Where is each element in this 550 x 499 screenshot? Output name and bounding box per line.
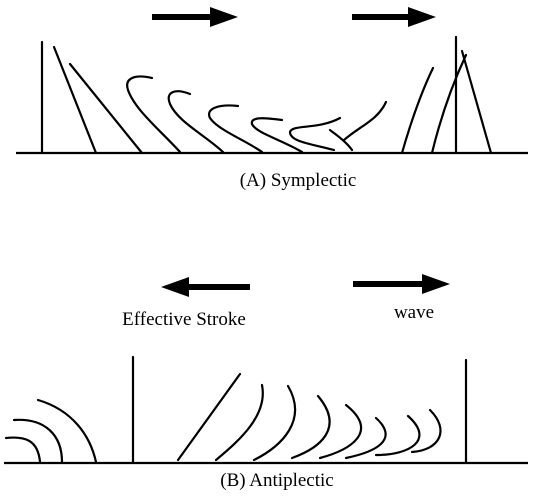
cilium — [176, 372, 242, 462]
cilium — [318, 403, 362, 460]
panel-b-cilia — [4, 355, 468, 464]
cilium — [430, 53, 468, 155]
panel-a-arrow-right — [352, 7, 436, 27]
cilium — [252, 384, 297, 462]
cilium — [36, 398, 98, 464]
cilium — [214, 383, 264, 462]
cilium — [344, 416, 387, 460]
panel-a-symplectic: (A) Symplectic — [16, 7, 528, 191]
cilium — [4, 436, 42, 464]
panel-a-cilia — [40, 35, 493, 155]
cilium — [288, 116, 342, 152]
panel-b-caption: (B) Antiplectic — [220, 470, 333, 491]
cilium — [400, 66, 435, 155]
panel-a-caption: (A) Symplectic — [240, 170, 357, 191]
cilium — [374, 414, 421, 457]
cilium — [250, 117, 304, 154]
cilium — [460, 49, 493, 155]
cilium — [167, 90, 225, 154]
cilium — [126, 75, 182, 154]
cilium — [290, 394, 331, 460]
wave-arrow — [353, 274, 450, 294]
cilium — [410, 408, 442, 454]
cilium — [207, 104, 264, 154]
panel-b-antiplectic: Effective Stroke wave (B) Antiplectic — [4, 274, 528, 491]
cilium — [12, 418, 64, 464]
effective-stroke-label: Effective Stroke — [122, 309, 246, 330]
cilium — [68, 62, 144, 155]
wave-label: wave — [394, 302, 434, 323]
cilium — [52, 45, 98, 155]
cilium — [328, 100, 388, 152]
effective-stroke-arrow — [161, 277, 250, 297]
panel-a-arrow-left — [152, 7, 238, 27]
